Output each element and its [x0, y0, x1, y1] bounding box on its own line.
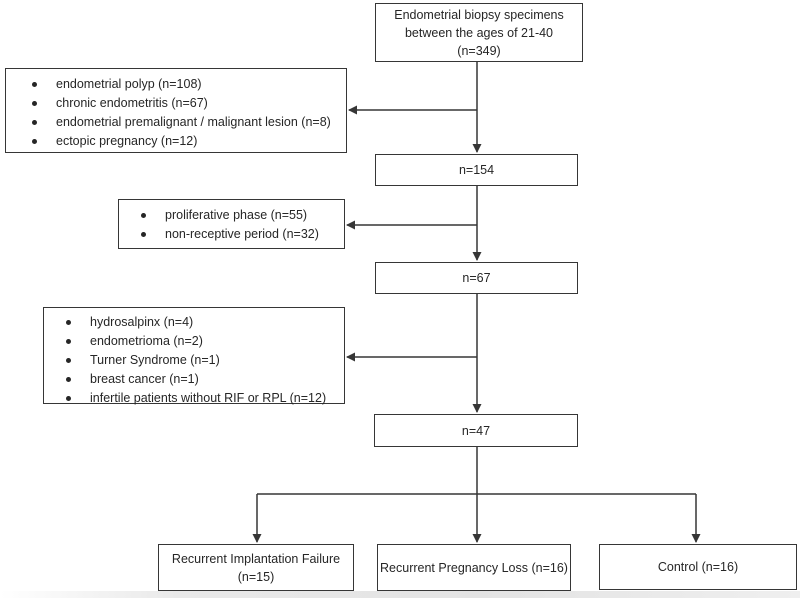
bullet-icon: [32, 120, 37, 125]
list-item: Turner Syndrome (n=1): [66, 351, 340, 370]
node-n67-label: n=67: [462, 271, 491, 285]
bullet-icon: [141, 232, 146, 237]
exclusion-label: endometrial polyp (n=108): [56, 77, 202, 91]
exclusion-label: endometrioma (n=2): [90, 334, 203, 348]
node-enrollment: Endometrial biopsy specimens between the…: [375, 3, 583, 62]
list-item: chronic endometritis (n=67): [32, 94, 342, 113]
exclusion-list-3: hydrosalpinx (n=4) endometrioma (n=2) Tu…: [66, 313, 340, 408]
exclusion-label: ectopic pregnancy (n=12): [56, 134, 198, 148]
node-exclusions-3: hydrosalpinx (n=4) endometrioma (n=2) Tu…: [43, 307, 345, 405]
list-item: hydrosalpinx (n=4): [66, 313, 340, 332]
exclusion-label: non-receptive period (n=32): [165, 227, 319, 241]
node-recurrent-pregnancy-loss: Recurrent Pregnancy Loss (n=16): [377, 544, 571, 591]
exclusion-label: endometrial premalignant / malignant les…: [56, 115, 331, 129]
exclusion-list-2: proliferative phase (n=55) non-receptive…: [141, 206, 340, 244]
bullet-icon: [66, 358, 71, 363]
bullet-icon: [66, 396, 71, 401]
exclusion-list-1: endometrial polyp (n=108) chronic endome…: [32, 75, 342, 151]
exclusion-label: Turner Syndrome (n=1): [90, 353, 220, 367]
list-item: infertile patients without RIF or RPL (n…: [66, 389, 340, 408]
node-rif-label: Recurrent Implantation Failure (n=15): [171, 551, 341, 584]
node-exclusions-2: proliferative phase (n=55) non-receptive…: [118, 199, 345, 249]
bullet-icon: [32, 139, 37, 144]
exclusion-label: infertile patients without RIF or RPL (n…: [90, 391, 327, 405]
node-control: Control (n=16): [599, 544, 797, 590]
list-item: endometrioma (n=2): [66, 332, 340, 351]
exclusion-label: breast cancer (n=1): [90, 372, 199, 386]
node-control-label: Control (n=16): [657, 560, 739, 574]
bullet-icon: [32, 82, 37, 87]
node-n67: n=67: [375, 262, 578, 294]
node-exclusions-1: endometrial polyp (n=108) chronic endome…: [5, 68, 347, 153]
node-enrollment-label: Endometrial biopsy specimens between the…: [394, 7, 564, 58]
bullet-icon: [66, 339, 71, 344]
node-recurrent-implantation-failure: Recurrent Implantation Failure (n=15): [158, 544, 354, 591]
list-item: proliferative phase (n=55): [141, 206, 340, 225]
bullet-icon: [66, 320, 71, 325]
node-rpl-label: Recurrent Pregnancy Loss (n=16): [380, 560, 568, 575]
bullet-icon: [141, 213, 146, 218]
figure-bottom-shadow: [0, 591, 800, 598]
list-item: ectopic pregnancy (n=12): [32, 132, 342, 151]
list-item: breast cancer (n=1): [66, 370, 340, 389]
bullet-icon: [32, 101, 37, 106]
list-item: endometrial polyp (n=108): [32, 75, 342, 94]
node-n154: n=154: [375, 154, 578, 186]
list-item: non-receptive period (n=32): [141, 225, 340, 244]
list-item: endometrial premalignant / malignant les…: [32, 113, 342, 132]
exclusion-label: proliferative phase (n=55): [165, 208, 308, 222]
node-n47: n=47: [374, 414, 578, 447]
node-n154-label: n=154: [458, 163, 495, 177]
exclusion-label: chronic endometritis (n=67): [56, 96, 208, 110]
node-n47-label: n=47: [461, 423, 491, 438]
exclusion-label: hydrosalpinx (n=4): [90, 315, 194, 329]
bullet-icon: [66, 377, 71, 382]
